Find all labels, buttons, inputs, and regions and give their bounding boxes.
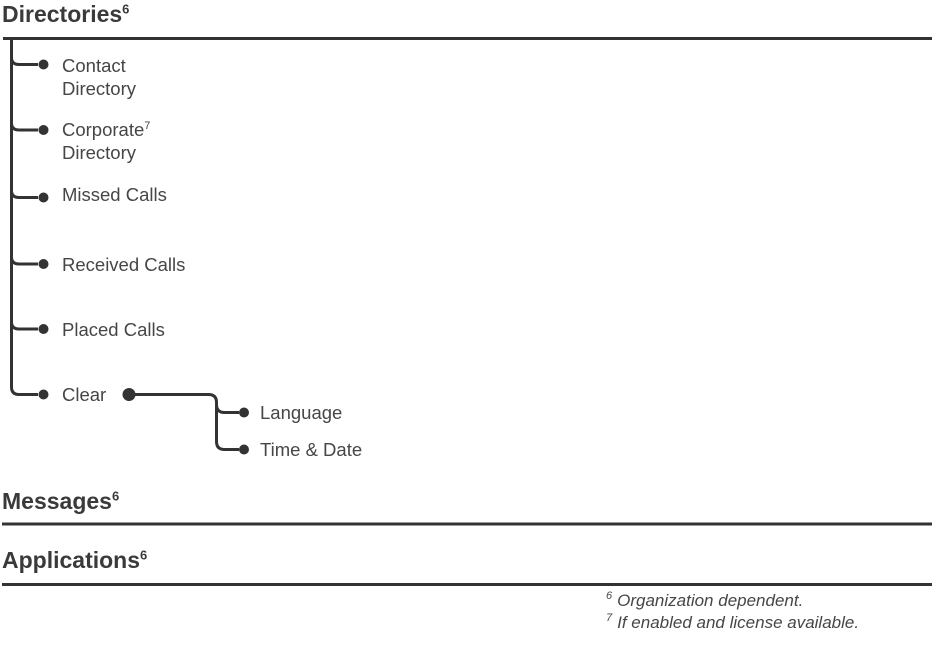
footnote-6-marker: 6 xyxy=(606,590,613,603)
directories-heading-text: Directories xyxy=(2,1,123,27)
footnote-ref-7: 7 xyxy=(144,119,151,132)
footnote-ref-6: 6 xyxy=(122,1,130,17)
footnote-6-text: Organization dependent. xyxy=(617,591,804,610)
submenu-item-language: Language xyxy=(260,402,343,423)
bullet-corporate-directory xyxy=(38,125,49,135)
bullet-clear xyxy=(38,389,49,400)
branch-contact-directory xyxy=(10,57,38,66)
footnote-7: 7 If enabled and license available. xyxy=(606,612,859,634)
bullet-time-date xyxy=(239,444,249,455)
bullet-received-calls xyxy=(38,259,49,269)
bullet-language xyxy=(239,407,249,418)
bullet-missed-calls xyxy=(38,192,49,203)
menu-item-placed-calls: Placed Calls xyxy=(62,318,165,340)
tree-trunk xyxy=(10,37,38,396)
footnote-ref-6: 6 xyxy=(140,547,148,563)
bullet-placed-calls xyxy=(38,324,49,334)
footnote-7-marker: 7 xyxy=(606,612,613,625)
menu-item-label-line1: Corporate7 xyxy=(62,118,150,141)
branch-corporate-directory xyxy=(10,122,38,132)
menu-item-label-line2: Directory xyxy=(62,141,137,163)
branch-received-calls xyxy=(10,256,38,266)
menu-item-label-line2: Directory xyxy=(62,78,137,99)
messages-heading: Messages6 xyxy=(2,487,119,515)
branch-language xyxy=(215,404,239,414)
footnote-ref-6: 6 xyxy=(111,488,120,504)
footnote-7-text: If enabled and license available. xyxy=(617,613,860,632)
footnote-6: 6 Organization dependent. xyxy=(606,590,859,612)
menu-item-received-calls: Received Calls xyxy=(62,253,186,275)
directories-heading: Directories6 xyxy=(2,0,129,28)
branch-missed-calls xyxy=(10,190,38,199)
clear-submenu-node xyxy=(122,388,136,401)
applications-heading-text: Applications xyxy=(2,547,141,573)
menu-item-missed-calls: Missed Calls xyxy=(62,184,167,205)
messages-heading-text: Messages xyxy=(2,488,112,514)
submenu-item-time-date: Time & Date xyxy=(260,439,363,460)
bullet-contact-directory xyxy=(38,59,49,70)
menu-item-label-line1: Contact xyxy=(62,55,126,76)
menu-item-clear: Clear xyxy=(62,383,107,405)
branch-placed-calls xyxy=(10,321,38,331)
clear-submenu-trunk xyxy=(135,393,239,451)
applications-heading: Applications6 xyxy=(2,546,147,574)
menu-item-contact-directory: Contact Directory xyxy=(62,54,136,100)
menu-item-corporate-directory: Corporate7 Directory xyxy=(62,118,150,164)
menu-item-label-text: Corporate xyxy=(62,118,145,140)
footnotes: 6 Organization dependent. 7 If enabled and… xyxy=(606,590,859,634)
